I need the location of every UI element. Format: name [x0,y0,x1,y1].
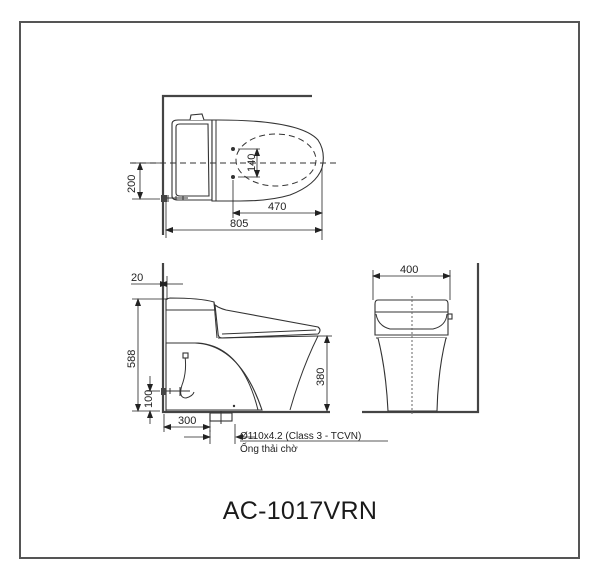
valve-body [161,195,167,202]
dim-label-588: 588 [126,350,138,368]
flush-button [189,113,205,121]
supply-hose [180,355,195,399]
front-view-wall-floor [362,263,480,414]
seat-cover-side [214,303,321,339]
mount-hole [231,147,235,151]
pipe-name-label: Ống thải chờ [240,441,298,455]
seat-opening [235,133,317,187]
dim-label-470: 470 [268,201,286,213]
top-view: 200 140 470 805 [126,94,336,240]
side-view-wall-floor [161,263,330,414]
pedestal-front [377,337,447,412]
mount-hole [231,175,235,179]
dim-label-805: 805 [230,218,248,230]
side-button [447,313,453,320]
pipe-spec-label: Ø110x4.2 (Class 3 - TCVN) [240,431,361,442]
side-view: 20 588 100 380 300 Ø110x4.2 (Class 3 - T… [126,263,388,455]
bowl-outline [211,119,324,202]
drawing-frame [19,21,580,559]
dim-label-400: 400 [400,264,418,276]
supply-valve-side-icon [165,387,190,396]
dim-label-380: 380 [315,368,327,386]
dim-label-200: 200 [126,175,138,193]
dim-label-100: 100 [143,390,155,408]
dim-label-300: 300 [178,415,196,427]
supply-valve-icon [165,195,188,202]
dim-label-140: 140 [246,154,258,172]
model-number-title: AC-1017VRN [222,497,378,525]
front-view: 400 [362,263,480,416]
dim-label-20: 20 [131,272,143,284]
tank-side [165,297,216,311]
top-view-wall [161,94,312,235]
